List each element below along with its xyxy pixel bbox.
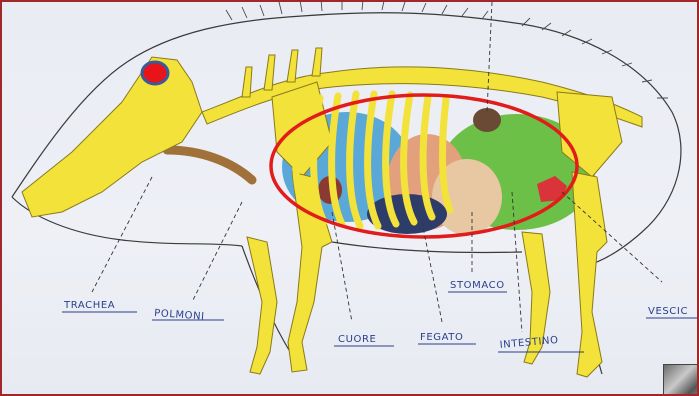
hind-leg	[572, 172, 607, 377]
corner-thumbnail	[663, 364, 699, 396]
label-stomaco: STOMACO	[450, 280, 505, 291]
label-trachea: TRACHEA	[63, 300, 115, 311]
trachea-tube	[167, 150, 252, 180]
label-cuore: CUORE	[338, 334, 376, 345]
eye-marker	[142, 62, 168, 84]
label-fegato: FEGATO	[420, 332, 463, 343]
label-underlines	[62, 292, 699, 352]
label-vescica: VESCIC	[648, 306, 688, 317]
kidney-organ	[473, 108, 501, 132]
skull	[22, 57, 202, 217]
